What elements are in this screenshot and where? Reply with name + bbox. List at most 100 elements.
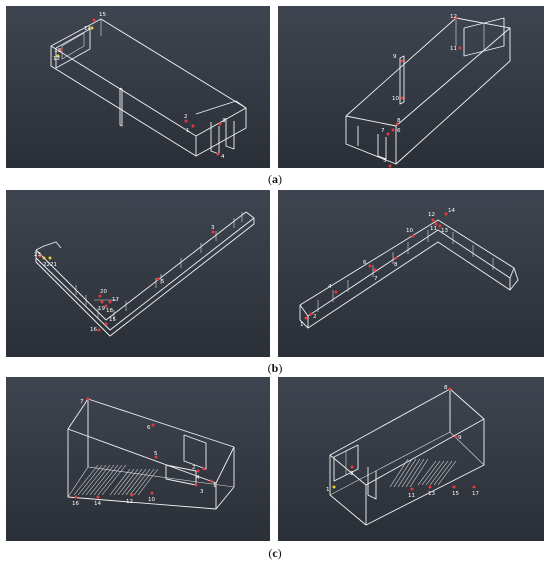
wireframe-b-right: 1 2 4 6 7 8 10 11 12 13 14	[299, 208, 519, 329]
point-label: 19	[98, 306, 105, 312]
point-marker	[216, 152, 220, 156]
point-label: 9	[393, 54, 397, 60]
point-label: 18	[106, 308, 113, 314]
caption-c: (c)	[268, 546, 282, 560]
point-label: 10	[406, 228, 413, 234]
caption-a: (a)	[268, 172, 282, 186]
point-marker	[184, 119, 188, 123]
point-marker	[448, 387, 452, 391]
point-marker	[97, 328, 101, 332]
point-label: 6	[397, 128, 401, 134]
point-label: 16	[90, 327, 97, 333]
point-label: 12	[126, 499, 133, 505]
point-label: 7	[80, 399, 84, 405]
wireframe-b-left: 3 5 15 16 17 18 19 20 21 22 23	[34, 211, 255, 337]
wireframe-a-left: 1 2 3 4 12 13 14 15	[50, 12, 247, 160]
point-marker	[332, 485, 336, 489]
point-label: 1	[213, 483, 217, 489]
point-label: 11	[408, 493, 415, 499]
point-label: 1	[186, 128, 190, 134]
point-marker	[48, 256, 52, 260]
point-marker	[211, 230, 215, 234]
point-marker	[90, 26, 94, 30]
wireframe-c-left: 1 2 3 4 5 6 7 10 12 14 16	[67, 397, 235, 510]
point-label: 3	[200, 489, 204, 495]
point-marker	[196, 469, 200, 473]
point-label: 22	[43, 262, 50, 268]
point-label: 1	[326, 487, 330, 493]
point-marker	[411, 234, 415, 238]
point-marker	[104, 304, 108, 308]
point-marker	[218, 122, 222, 126]
point-label: 4	[221, 154, 225, 160]
point-marker	[438, 224, 442, 228]
point-marker	[56, 54, 60, 58]
point-marker	[108, 300, 112, 304]
point-label: 4	[328, 284, 332, 290]
point-label: 15	[452, 491, 459, 497]
point-label: 8	[394, 262, 398, 268]
point-marker	[386, 132, 390, 136]
point-label: 13	[428, 491, 435, 497]
panel-c-left: 1 2 3 4 5 6 7 10 12 14 16	[6, 377, 270, 541]
point-label: 11	[430, 226, 437, 232]
point-marker	[395, 122, 399, 126]
panel-c-right: 1 2 8 9 11 13 15 17	[278, 377, 544, 541]
point-marker	[388, 164, 392, 168]
point-label: 13	[54, 48, 61, 54]
point-marker	[368, 264, 372, 268]
point-marker	[454, 435, 458, 439]
point-label: 3	[211, 225, 215, 231]
point-label: 9	[458, 435, 462, 441]
point-marker	[431, 218, 435, 222]
point-label: 15	[109, 317, 116, 323]
point-label: 3	[222, 118, 226, 124]
point-label: 17	[112, 297, 119, 303]
point-marker	[400, 96, 404, 100]
point-marker	[104, 322, 108, 326]
point-marker	[156, 277, 160, 281]
point-label: 10	[392, 96, 399, 102]
point-label: 7	[381, 128, 385, 134]
point-marker	[394, 256, 398, 260]
point-label: 2	[184, 114, 188, 120]
point-marker	[96, 495, 100, 499]
point-marker	[130, 493, 134, 497]
point-label: 5	[161, 279, 165, 285]
point-label: 15	[99, 12, 106, 18]
point-marker	[454, 16, 458, 20]
panel-a-left: 1 2 3 4 12 13 14 15	[6, 6, 270, 168]
point-marker	[42, 256, 46, 260]
point-marker	[400, 59, 404, 63]
point-label: 4	[196, 475, 200, 481]
point-marker	[209, 479, 213, 483]
point-marker	[191, 124, 195, 128]
point-label: 14	[448, 208, 455, 214]
point-label: 2	[313, 314, 317, 320]
caption-b: (b)	[267, 361, 283, 375]
point-marker	[444, 212, 448, 216]
point-label: 14	[84, 26, 91, 32]
point-marker	[334, 290, 338, 294]
point-label: 2	[350, 471, 354, 477]
point-marker	[154, 455, 158, 459]
point-label: 7	[374, 276, 378, 282]
point-label: 11	[450, 46, 457, 52]
point-marker	[452, 485, 456, 489]
wireframe-a-right: 5 6 7 8 9 10 11 12	[345, 14, 511, 168]
panel-b-right: 1 2 4 6 7 8 10 11 12 13 14	[278, 190, 544, 357]
point-marker	[150, 491, 154, 495]
point-label: 12	[450, 14, 457, 20]
point-label: 23	[34, 252, 41, 258]
point-marker	[434, 222, 438, 226]
point-label: 1	[300, 322, 304, 328]
point-marker	[74, 495, 78, 499]
point-label: 5	[383, 158, 387, 164]
point-marker	[472, 485, 476, 489]
point-marker	[151, 423, 155, 427]
point-marker	[38, 254, 42, 258]
point-label: 16	[72, 501, 79, 507]
point-label: 21	[50, 262, 57, 268]
point-marker	[86, 397, 90, 401]
panel-a-right: 5 6 7 8 9 10 11 12	[278, 6, 544, 168]
